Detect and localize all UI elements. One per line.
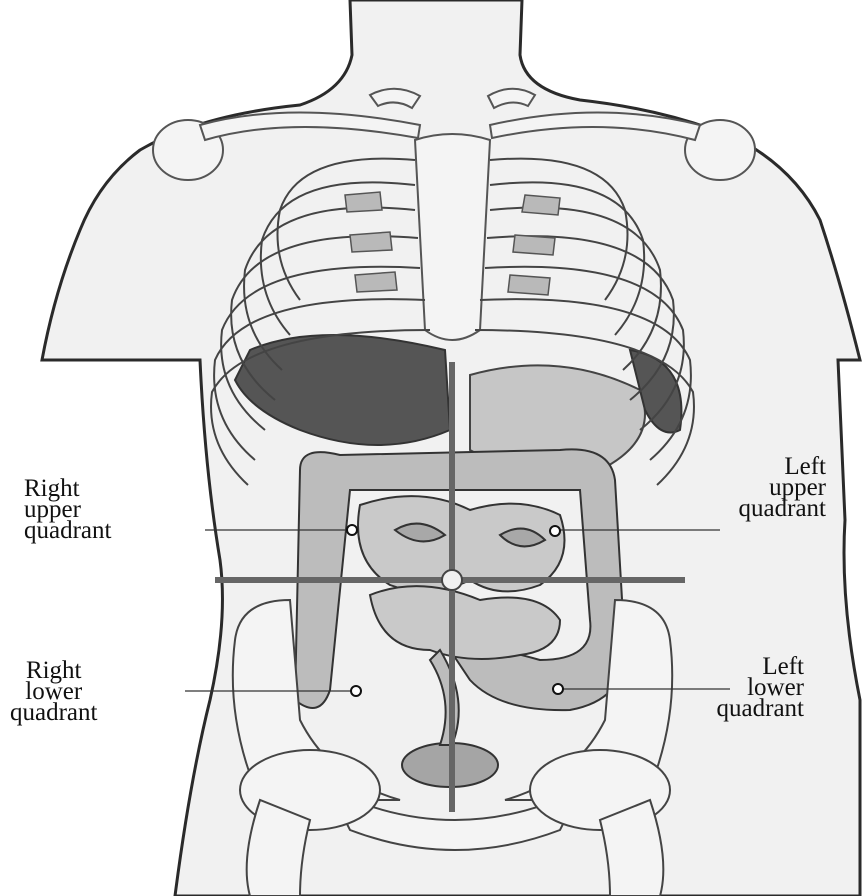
sternum [415, 134, 490, 340]
llq-label-line-3: quadrant [692, 698, 804, 719]
rlq-label-line-3: quadrant [10, 702, 97, 723]
rlq-dot [351, 686, 361, 696]
llq-dot [553, 684, 563, 694]
right-upper-quadrant-label: Right upper quadrant [24, 478, 111, 541]
luq-label-line-3: quadrant [720, 498, 826, 519]
luq-dot [550, 526, 560, 536]
right-lower-quadrant-label: Right lower quadrant [10, 660, 97, 723]
left-upper-quadrant-label: Left upper quadrant [720, 456, 826, 519]
umbilicus-marker [442, 570, 462, 590]
ruq-dot [347, 525, 357, 535]
ruq-label-line-3: quadrant [24, 520, 111, 541]
left-lower-quadrant-label: Left lower quadrant [692, 656, 804, 719]
